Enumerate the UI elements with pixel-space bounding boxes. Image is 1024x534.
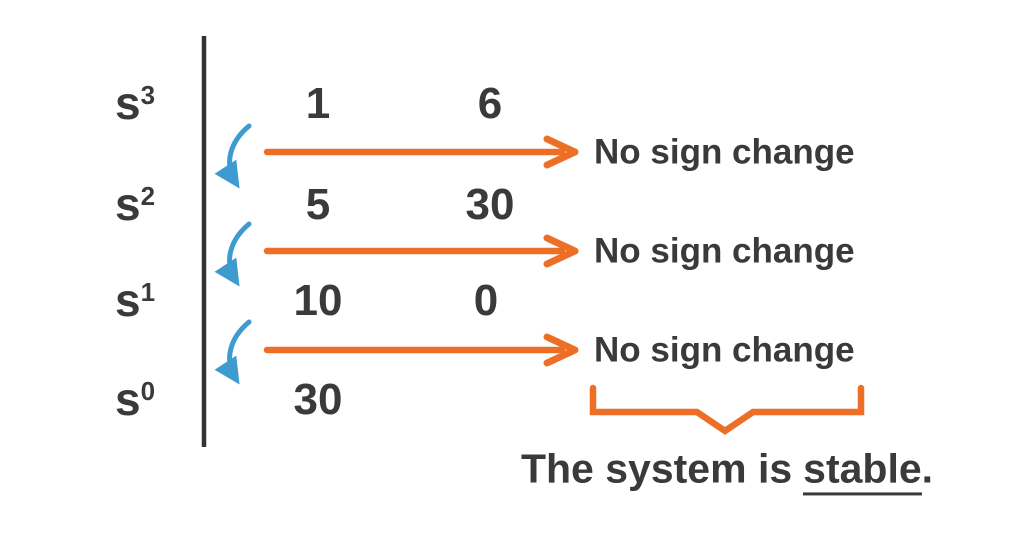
conclusion-emphasis: stable xyxy=(803,445,922,496)
annotation-no-sign-change-2: No sign change xyxy=(594,231,855,271)
row-label-s3: s3 xyxy=(115,80,155,126)
row-label-base: s xyxy=(114,274,141,326)
brace-icon xyxy=(589,384,865,435)
row-label-exponent: 2 xyxy=(140,181,156,211)
right-arrow-icon-1 xyxy=(263,135,579,169)
conclusion-prefix: The system is xyxy=(520,445,793,492)
cell-s1-col2: 0 xyxy=(473,276,499,325)
cell-s3-col1: 1 xyxy=(305,79,331,128)
right-arrow-icon-2 xyxy=(263,234,579,268)
cell-s3-col2: 6 xyxy=(477,79,503,128)
row-label-exponent: 1 xyxy=(140,277,156,307)
cell-s2-col2: 30 xyxy=(465,180,515,229)
annotation-no-sign-change-1: No sign change xyxy=(594,132,855,172)
row-label-s0: s0 xyxy=(115,376,155,422)
row-label-base: s xyxy=(114,178,141,230)
row-label-exponent: 0 xyxy=(140,376,156,406)
cell-s2-col1: 5 xyxy=(305,180,331,229)
cell-s1-col1: 10 xyxy=(293,276,343,325)
row-label-s1: s1 xyxy=(115,277,155,323)
row-label-base: s xyxy=(114,77,141,129)
row-label-base: s xyxy=(114,373,141,425)
row-label-s2: s2 xyxy=(115,181,155,227)
cell-s0-col1: 30 xyxy=(293,375,343,424)
annotation-no-sign-change-3: No sign change xyxy=(594,330,855,370)
curved-arrow-icon-2 xyxy=(214,221,252,287)
conclusion-suffix: . xyxy=(921,445,934,492)
row-label-exponent: 3 xyxy=(140,80,156,110)
right-arrow-icon-3 xyxy=(263,333,579,367)
curved-arrow-icon-1 xyxy=(214,123,252,189)
curved-arrow-icon-3 xyxy=(214,319,252,385)
